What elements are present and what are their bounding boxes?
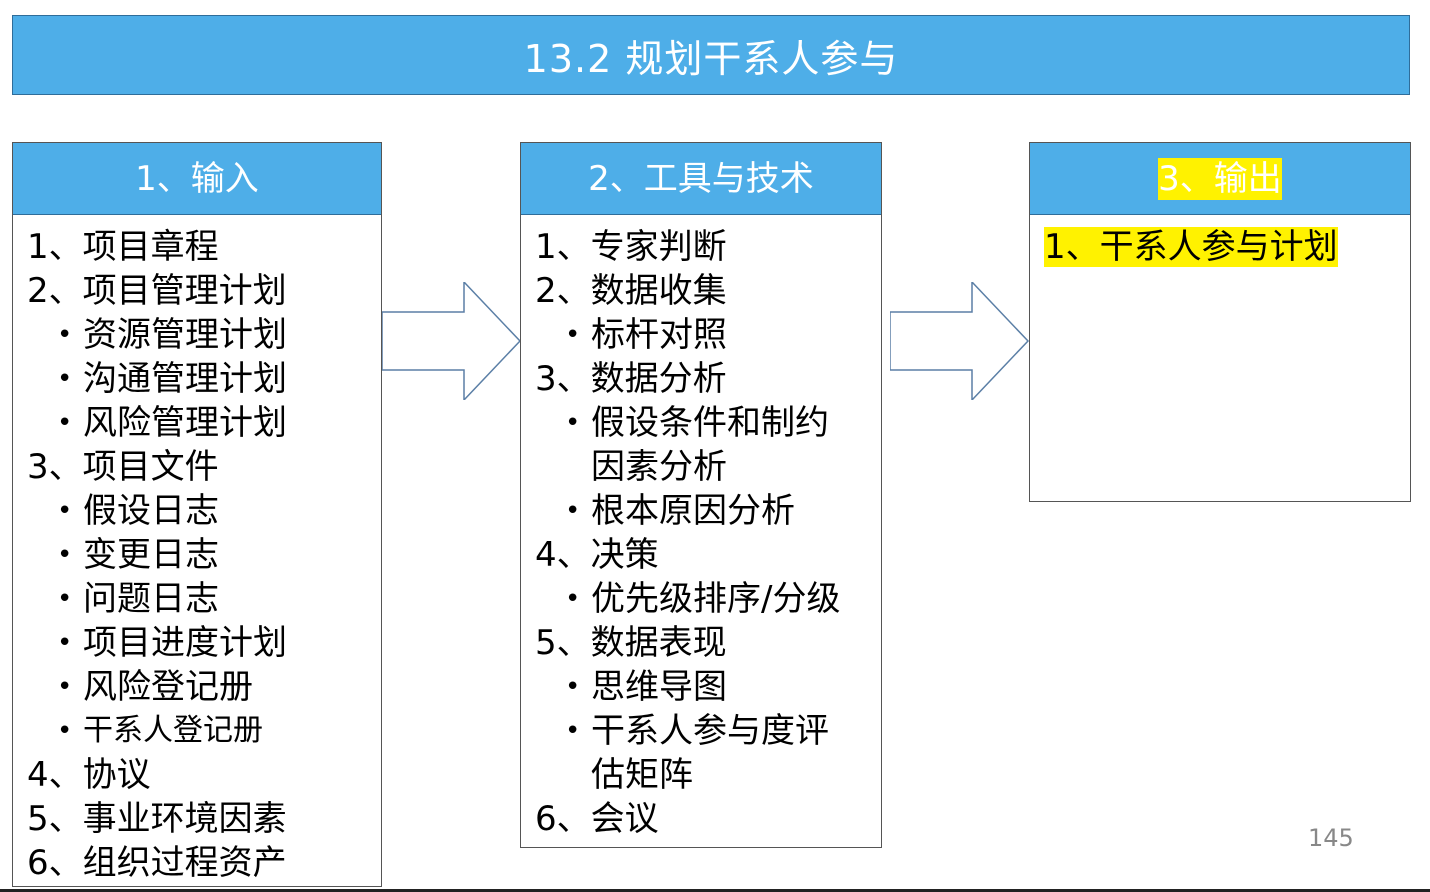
list-item: 5、事业环境因素 bbox=[27, 797, 381, 841]
list-item-text: 项目进度计划 bbox=[83, 623, 287, 663]
outputs-panel-title: 3、输出 bbox=[1158, 157, 1282, 200]
title-bar: 13.2 规划干系人参与 bbox=[12, 15, 1410, 95]
bullet-icon: • bbox=[57, 716, 73, 746]
sub-list-item: • 思维导图 bbox=[535, 665, 881, 709]
sub-list-item: • 风险管理计划 bbox=[27, 401, 381, 445]
bullet-icon: • bbox=[565, 320, 581, 350]
list-item: 2、数据收集 bbox=[535, 269, 881, 313]
list-item: 6、会议 bbox=[535, 797, 881, 841]
outputs-panel-header: 3、输出 bbox=[1030, 143, 1410, 215]
list-item: 4、决策 bbox=[535, 533, 881, 577]
bullet-icon: • bbox=[565, 408, 581, 438]
page-number: 145 bbox=[1308, 824, 1354, 852]
list-item-text: 1、专家判断 bbox=[535, 227, 727, 267]
list-item: 3、项目文件 bbox=[27, 445, 381, 489]
sub-list-item: • 根本原因分析 bbox=[535, 489, 881, 533]
list-item-text: 4、协议 bbox=[27, 755, 151, 795]
list-item: 6、组织过程资产 bbox=[27, 841, 381, 885]
sub-list-item: • 资源管理计划 bbox=[27, 313, 381, 357]
list-item-text: 干系人登记册 bbox=[83, 713, 263, 748]
outputs-list: 1、干系人参与计划 bbox=[1030, 215, 1410, 269]
right-arrow-icon bbox=[382, 282, 522, 400]
list-item-text: 3、项目文件 bbox=[27, 447, 219, 487]
inputs-panel-title: 1、输入 bbox=[135, 158, 259, 199]
sub-list-item: • 变更日志 bbox=[27, 533, 381, 577]
sub-list-item: • 干系人登记册 bbox=[27, 709, 381, 753]
tools-panel-header: 2、工具与技术 bbox=[521, 143, 881, 215]
list-item-text: 干系人参与度评估矩阵 bbox=[591, 711, 829, 795]
inputs-panel-header: 1、输入 bbox=[13, 143, 381, 215]
bullet-icon: • bbox=[565, 496, 581, 526]
list-item-text: 优先级排序/分级 bbox=[591, 579, 841, 619]
bullet-icon: • bbox=[565, 584, 581, 614]
bullet-icon: • bbox=[565, 716, 581, 746]
bullet-icon: • bbox=[57, 364, 73, 394]
sub-list-item: • 假设日志 bbox=[27, 489, 381, 533]
list-item-text: 思维导图 bbox=[591, 667, 727, 707]
list-item-text: 问题日志 bbox=[83, 579, 219, 619]
list-item-text: 风险管理计划 bbox=[83, 403, 287, 443]
list-item-text: 5、事业环境因素 bbox=[27, 799, 287, 839]
list-item-text: 1、干系人参与计划 bbox=[1044, 227, 1338, 267]
sub-list-item: • 沟通管理计划 bbox=[27, 357, 381, 401]
list-item-text: 风险登记册 bbox=[83, 667, 253, 707]
list-item: 3、数据分析 bbox=[535, 357, 881, 401]
list-item-text: 6、会议 bbox=[535, 799, 659, 839]
bullet-icon: • bbox=[57, 496, 73, 526]
sub-list-item: • 风险登记册 bbox=[27, 665, 381, 709]
list-item-text: 假设日志 bbox=[83, 491, 219, 531]
list-item-text: 根本原因分析 bbox=[591, 491, 795, 531]
outputs-panel: 3、输出 1、干系人参与计划 bbox=[1029, 142, 1411, 502]
list-item-text: 2、数据收集 bbox=[535, 271, 727, 311]
list-item-text: 3、数据分析 bbox=[535, 359, 727, 399]
bullet-icon: • bbox=[57, 584, 73, 614]
list-item-text: 假设条件和制约因素分析 bbox=[591, 403, 829, 487]
list-item-text: 1、项目章程 bbox=[27, 227, 219, 267]
page-title: 13.2 规划干系人参与 bbox=[523, 36, 899, 81]
list-item-text: 2、项目管理计划 bbox=[27, 271, 287, 311]
sub-list-item: • 问题日志 bbox=[27, 577, 381, 621]
list-item: 1、项目章程 bbox=[27, 225, 381, 269]
bottom-border bbox=[0, 889, 1430, 892]
list-item-text: 资源管理计划 bbox=[83, 315, 287, 355]
list-item-text: 6、组织过程资产 bbox=[27, 843, 287, 883]
bullet-icon: • bbox=[57, 408, 73, 438]
list-item-text: 变更日志 bbox=[83, 535, 219, 575]
list-item-text: 4、决策 bbox=[535, 535, 659, 575]
list-item: 1、专家判断 bbox=[535, 225, 881, 269]
bullet-icon: • bbox=[565, 672, 581, 702]
list-item-text: 标杆对照 bbox=[591, 315, 727, 355]
list-item: 2、项目管理计划 bbox=[27, 269, 381, 313]
list-item-text: 沟通管理计划 bbox=[83, 359, 287, 399]
sub-list-item: • 假设条件和制约因素分析 bbox=[535, 401, 881, 489]
sub-list-item: • 干系人参与度评估矩阵 bbox=[535, 709, 881, 797]
sub-list-item: • 优先级排序/分级 bbox=[535, 577, 881, 621]
list-item-text: 5、数据表现 bbox=[535, 623, 727, 663]
bullet-icon: • bbox=[57, 672, 73, 702]
sub-list-item: • 项目进度计划 bbox=[27, 621, 381, 665]
list-item: 4、协议 bbox=[27, 753, 381, 797]
right-arrow-icon bbox=[890, 282, 1030, 400]
bullet-icon: • bbox=[57, 540, 73, 570]
list-item: 1、干系人参与计划 bbox=[1044, 225, 1410, 269]
sub-list-item: • 标杆对照 bbox=[535, 313, 881, 357]
bullet-icon: • bbox=[57, 628, 73, 658]
tools-panel-title: 2、工具与技术 bbox=[588, 158, 814, 199]
bullet-icon: • bbox=[57, 320, 73, 350]
list-item: 5、数据表现 bbox=[535, 621, 881, 665]
